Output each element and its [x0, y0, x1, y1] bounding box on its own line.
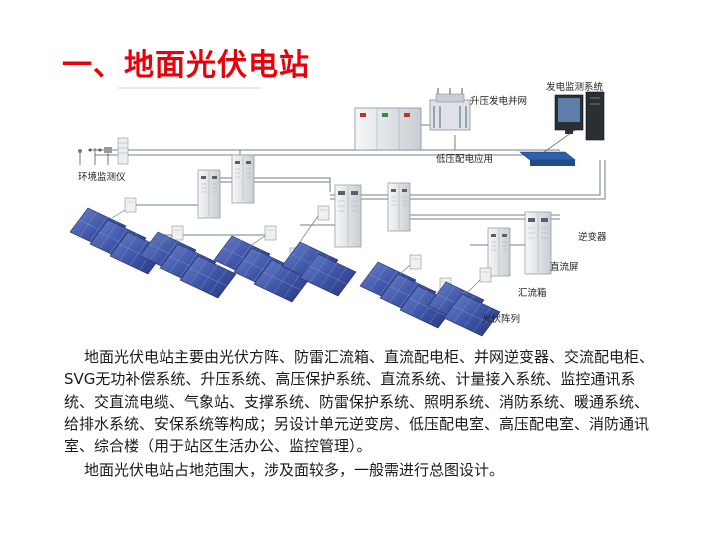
label-low-voltage-distribution: 低压配电应用	[436, 153, 493, 165]
network-switch-icon	[519, 151, 576, 166]
description-paragraph-1: 地面光伏电站主要由光伏方阵、防雷汇流箱、直流配电柜、并网逆变器、交流配电柜、SV…	[64, 348, 655, 456]
environment-monitor-icon	[78, 137, 129, 165]
pv-array-group-6	[427, 281, 501, 337]
combiner-box-7	[479, 267, 492, 283]
combiner-box-1	[124, 197, 137, 213]
combiner-box-2	[171, 225, 184, 241]
label-pv-array: 光伏阵列	[482, 313, 520, 325]
combiner-box-3	[264, 225, 277, 241]
inverter-cabinet-3	[334, 184, 362, 248]
combiner-box-6	[409, 254, 422, 270]
transformer-icon	[429, 88, 471, 131]
monitor-computer-icon	[554, 91, 605, 141]
description: 地面光伏电站主要由光伏方阵、防雷汇流箱、直流配电柜、并网逆变器、交流配电柜、SV…	[64, 346, 654, 482]
switchgear-icon	[354, 107, 422, 151]
label-environment-monitor: 环境监测仪	[78, 171, 126, 183]
label-dc-screen: 直流屏	[550, 261, 579, 273]
inverter-cabinet-4	[387, 182, 411, 232]
label-step-up-grid: 升压发电并网	[470, 95, 527, 107]
label-inverter: 逆变器	[578, 231, 607, 243]
page-title: 一、地面光伏电站	[62, 48, 310, 83]
combiner-box-4	[317, 205, 330, 221]
pv-station-diagram: 环境监测仪 升压发电并网 低压配电应用 发电监测系统	[69, 81, 607, 337]
description-paragraph-2: 地面光伏电站占地范围大，涉及面较多，一般需进行总图设计。	[84, 461, 505, 480]
label-combiner-box: 汇流箱	[518, 287, 547, 299]
label-generation-monitoring: 发电监测系统	[546, 81, 604, 93]
inverter-cabinet-5	[524, 211, 552, 275]
inverter-cabinet-1	[231, 154, 255, 204]
inverter-cabinet-2	[197, 169, 221, 219]
panel-connectors	[111, 209, 481, 295]
